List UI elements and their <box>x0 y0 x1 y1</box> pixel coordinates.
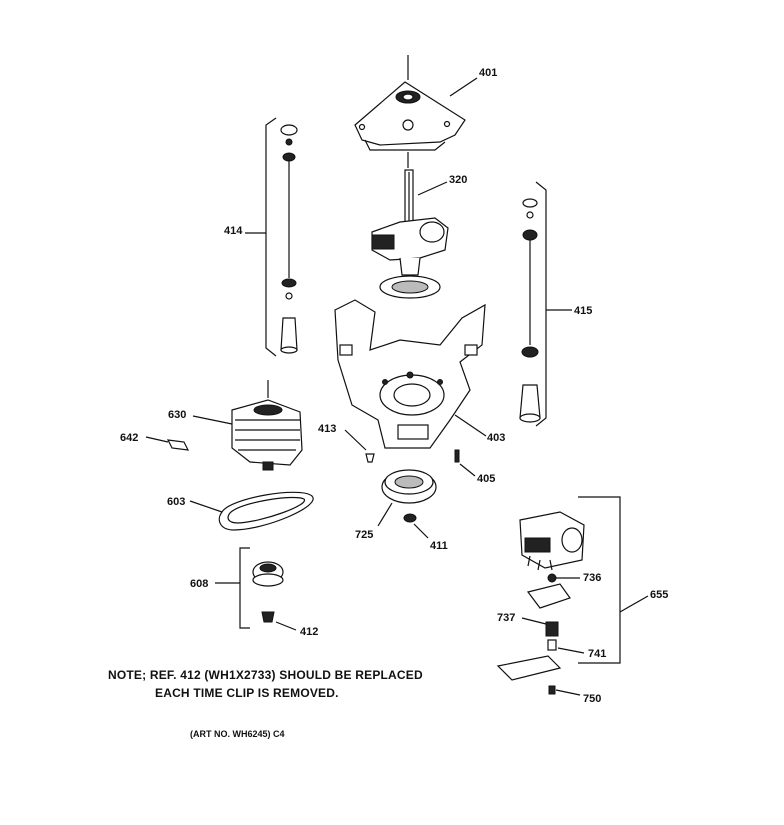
part-750-drawing <box>496 655 581 696</box>
callout-411: 411 <box>430 540 448 552</box>
part-413-drawing <box>344 429 375 463</box>
callout-750: 750 <box>583 693 601 705</box>
callout-405: 405 <box>477 473 495 485</box>
callout-655: 655 <box>650 589 668 601</box>
callout-415: 415 <box>574 305 592 317</box>
part-401-drawing <box>354 55 478 168</box>
part-403-drawing <box>334 299 487 449</box>
part-655-drawing <box>519 496 649 664</box>
callout-725: 725 <box>355 529 373 541</box>
note-line-2: EACH TIME CLIP IS REMOVED. <box>155 686 339 700</box>
part-405-drawing <box>454 449 476 477</box>
callout-603: 603 <box>167 496 185 508</box>
part-414-drawing <box>245 117 298 357</box>
callout-401: 401 <box>479 67 497 79</box>
part-630-drawing <box>192 380 303 471</box>
part-642-drawing <box>145 436 190 451</box>
callout-741: 741 <box>588 648 606 660</box>
part-725-drawing <box>377 469 437 527</box>
art-number: (ART NO. WH6245) C4 <box>190 729 285 739</box>
part-736-drawing <box>526 573 580 609</box>
part-320-drawing <box>371 169 449 299</box>
callout-413: 413 <box>318 423 336 435</box>
callout-320: 320 <box>449 174 467 186</box>
callout-736: 736 <box>583 572 601 584</box>
callout-642: 642 <box>120 432 138 444</box>
callout-608: 608 <box>190 578 208 590</box>
callout-630: 630 <box>168 409 186 421</box>
callout-737: 737 <box>497 612 515 624</box>
part-411-drawing <box>403 513 429 539</box>
part-741-drawing <box>547 639 585 654</box>
callout-412: 412 <box>300 626 318 638</box>
note-line-1: NOTE; REF. 412 (WH1X2733) SHOULD BE REPL… <box>108 668 423 682</box>
part-415-drawing <box>519 181 572 427</box>
part-608-drawing <box>215 547 284 629</box>
part-737-drawing <box>521 617 559 637</box>
callout-414: 414 <box>224 225 243 237</box>
part-412-drawing <box>261 611 297 631</box>
callout-403: 403 <box>487 432 505 444</box>
part-603-drawing <box>189 491 314 531</box>
